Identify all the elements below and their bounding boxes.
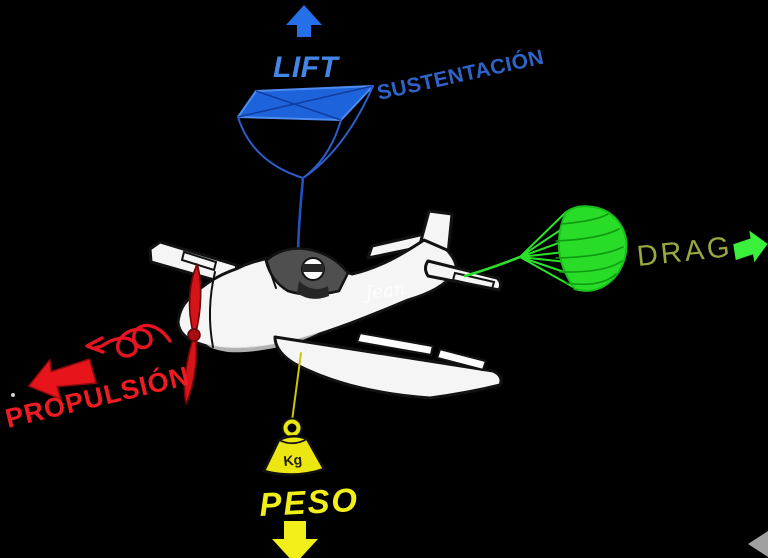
kg-label: Kg: [283, 451, 303, 469]
corner-nav-arrow-icon[interactable]: [748, 531, 768, 557]
chute-strings: [519, 211, 586, 289]
drag-label: DRAG: [635, 231, 734, 273]
weight-down-arrow-icon: [272, 521, 318, 558]
weight-force-group: Kg PESO: [258, 352, 360, 558]
weight-icon: Kg: [262, 417, 326, 476]
thrust-force-group: PROPULSIÓN: [2, 323, 193, 434]
weight-handle-ring: [282, 418, 302, 438]
propeller-icon: [183, 263, 202, 405]
weight-string: [291, 352, 302, 422]
propulsion-label: PROPULSIÓN: [2, 360, 193, 434]
belly-shading: [206, 331, 322, 353]
lift-label: LIFT: [273, 51, 340, 84]
chute-attach-line: [463, 255, 522, 278]
thrust-spiral-arrowhead: [85, 336, 105, 354]
chute-gore-lines: [555, 213, 624, 286]
thrust-left-arrow-icon: [27, 358, 98, 400]
peso-label: PESO: [258, 481, 360, 523]
thrust-spiral-icon: [93, 323, 172, 358]
propeller-hub: [187, 328, 201, 342]
elevator-line: [451, 271, 496, 291]
pilot-goggles: [302, 264, 324, 272]
speck-artifact: [11, 393, 15, 397]
kite-strings: [237, 85, 374, 179]
lift-up-arrow-icon: [286, 5, 322, 37]
propeller-top-blade: [188, 263, 202, 333]
windshield-frame: [266, 261, 277, 289]
far-wing-aileron-line: [180, 250, 218, 272]
drag-right-arrow-icon: [733, 230, 768, 263]
cowl-panel-line: [208, 271, 216, 348]
kite-icon: [237, 85, 374, 295]
wing-flap-panel: [355, 331, 435, 357]
weight-bevel-line: [278, 438, 308, 445]
near-wing: [273, 335, 503, 400]
drag-parachute-icon: [555, 205, 628, 292]
propeller-bottom-blade: [183, 337, 198, 405]
sustentacion-label: SUSTENTACIÓN: [375, 45, 546, 105]
chute-canopy: [557, 205, 628, 292]
kite-cross-braces: [237, 85, 374, 121]
drag-force-group: DRAG: [463, 205, 768, 292]
airplane: Jean: [148, 209, 503, 405]
pilot-body: [297, 281, 329, 299]
wing-aileron-panel: [435, 347, 488, 372]
